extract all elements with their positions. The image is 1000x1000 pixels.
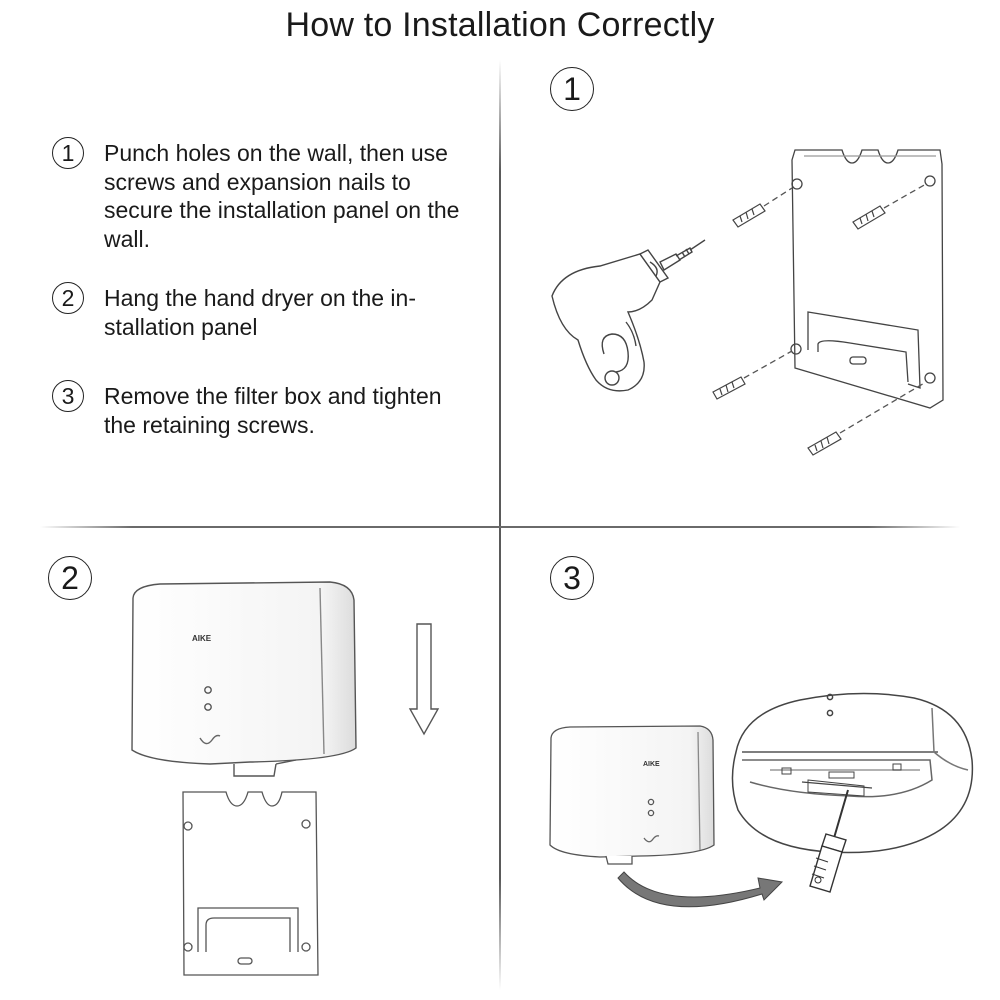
mounting-plate-illustration: [790, 149, 944, 409]
hand-dryer-illustration: [131, 581, 357, 777]
magnified-detail-illustration: [731, 692, 974, 854]
wall-anchor-icon: [712, 203, 886, 456]
screwdriver-icon: [809, 789, 849, 893]
panel-number-2: 2: [48, 556, 92, 600]
vertical-divider: [499, 60, 501, 990]
step-text: Remove the filter box and tighten the re…: [104, 383, 442, 438]
mounting-plate-illustration: [182, 791, 319, 976]
drill-icon: [551, 239, 706, 392]
step-number-badge: 3: [52, 380, 84, 412]
down-arrow-icon: [408, 623, 440, 736]
panel-number-3: 3: [550, 556, 594, 600]
horizontal-divider: [40, 526, 960, 528]
step-number-badge: 2: [52, 282, 84, 314]
page-title: How to Installation Correctly: [285, 6, 715, 44]
hand-dryer-illustration: [549, 725, 715, 865]
curved-arrow-icon: [617, 871, 784, 908]
step-text: Hang the hand dryer on the in-stallation…: [104, 285, 416, 340]
step-text: Punch holes on the wall, then use screws…: [104, 140, 460, 252]
dashed-guide-lines: [743, 183, 927, 434]
step-number-badge: 1: [52, 137, 84, 169]
instruction-step-2: 2 Hang the hand dryer on the in-stallati…: [52, 282, 492, 341]
panel-number-1: 1: [550, 67, 594, 111]
brand-logo: AIKE: [643, 761, 660, 768]
instruction-step-1: 1 Punch holes on the wall, then use scre…: [52, 137, 492, 253]
brand-logo: AIKE: [192, 634, 212, 643]
instruction-step-3: 3 Remove the filter box and tighten the …: [52, 380, 492, 439]
